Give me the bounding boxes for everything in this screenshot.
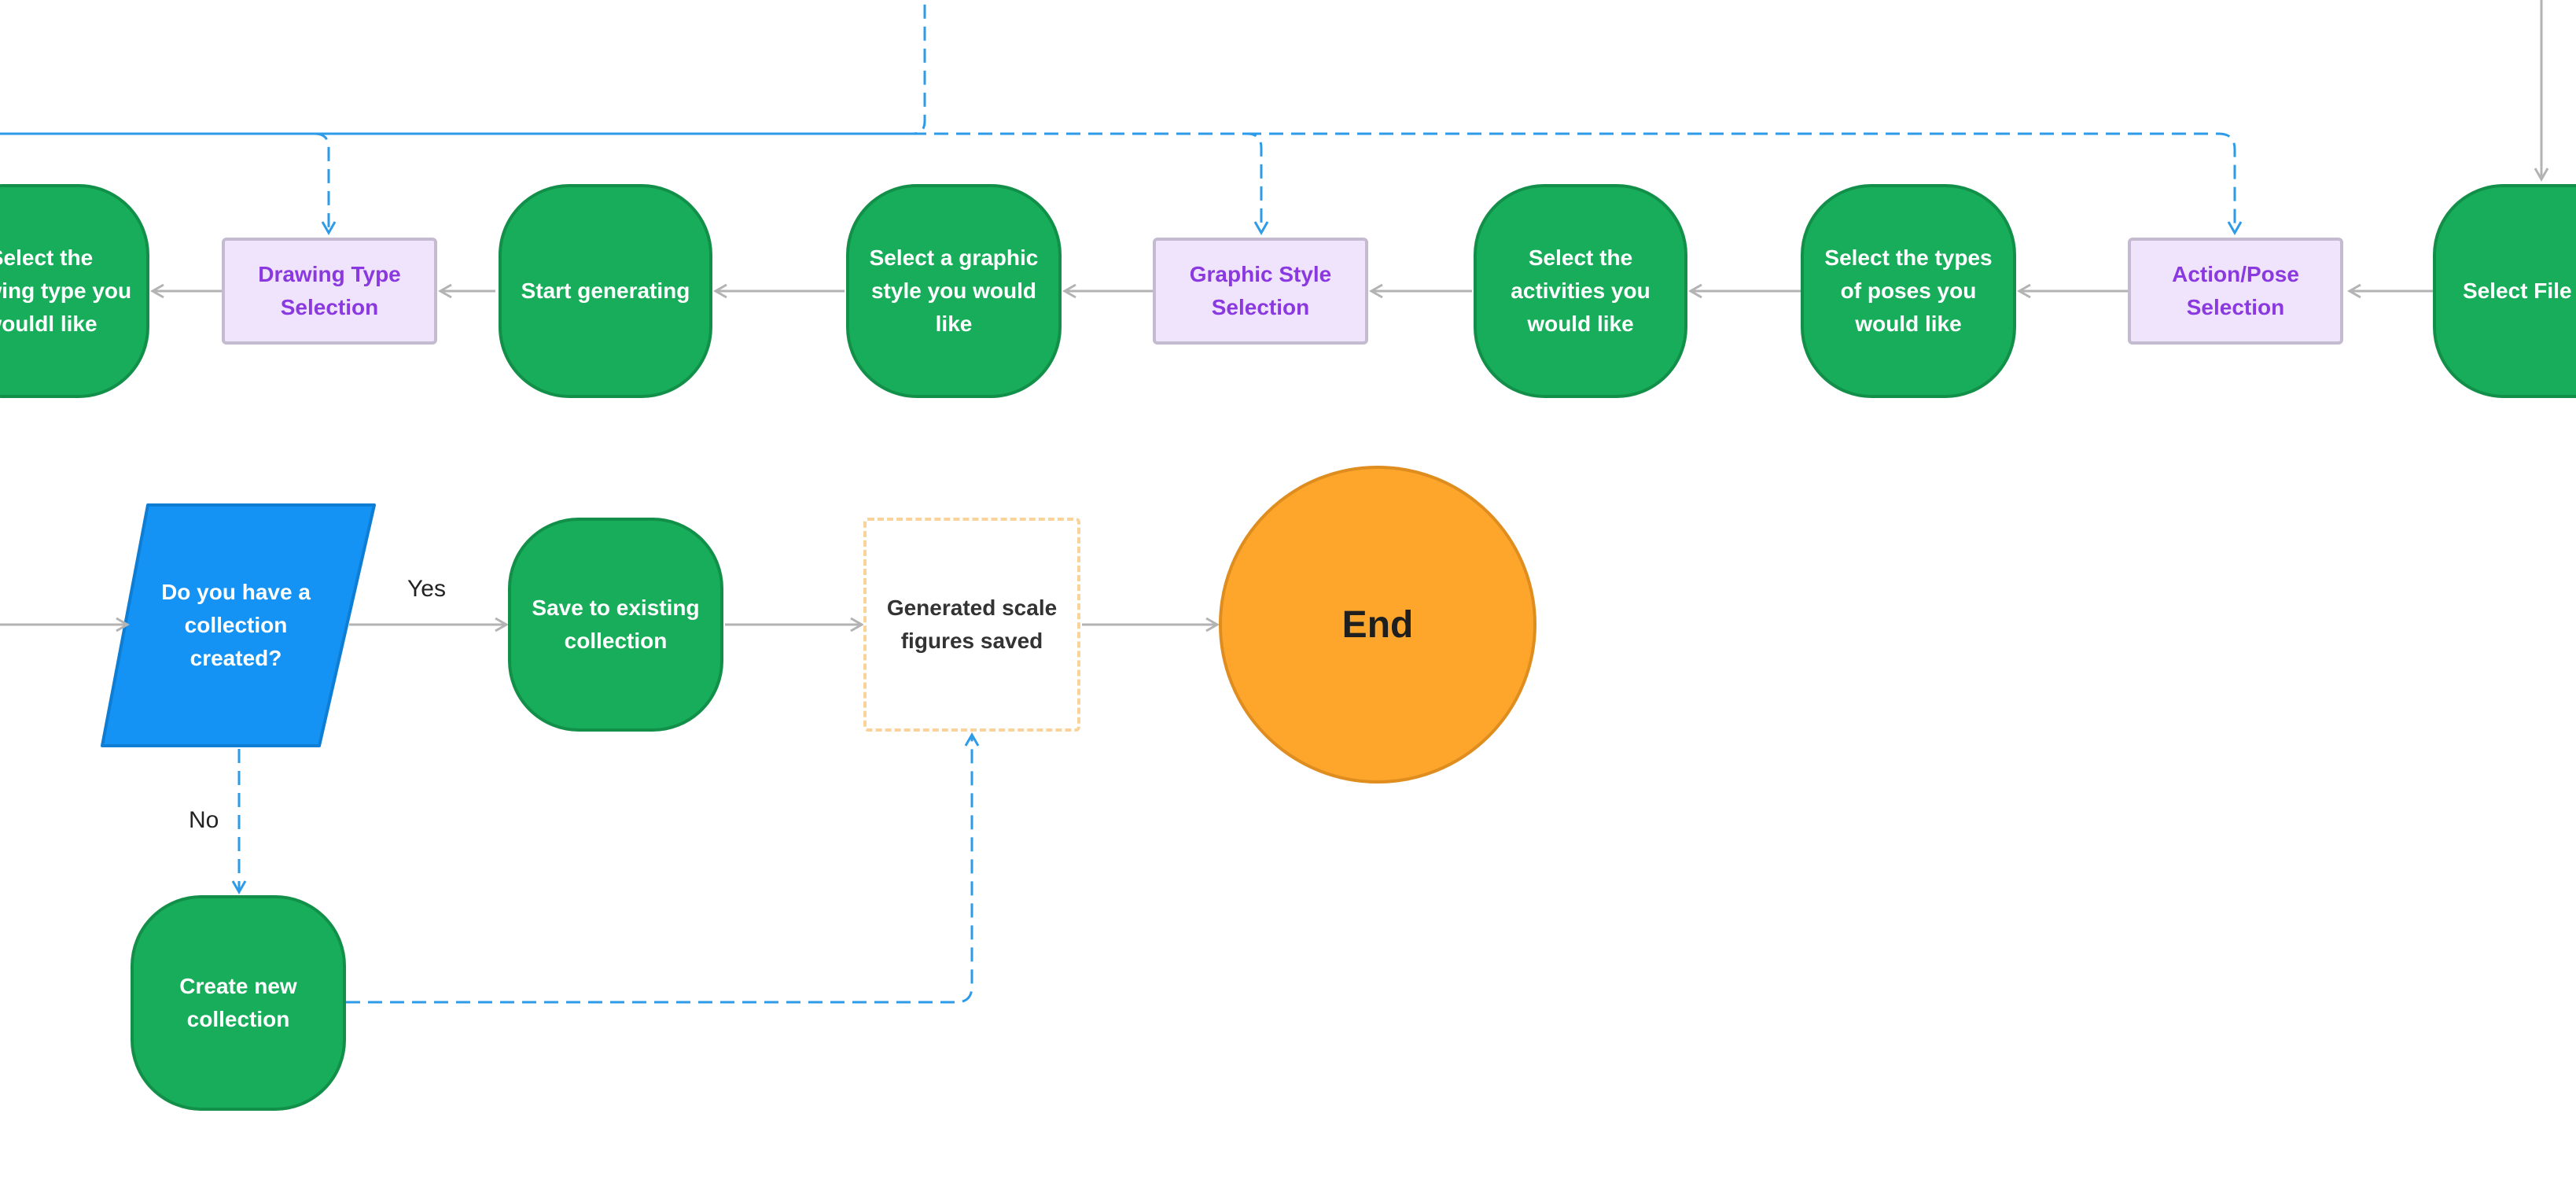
select-file-type-node[interactable]: Select File Type — [2433, 184, 2576, 398]
end-text: End — [1341, 603, 1414, 646]
start-generating-node[interactable]: Start generating — [499, 184, 712, 398]
no-label: No — [189, 807, 219, 833]
branch-to-drawing-type — [314, 132, 337, 236]
save-existing-collection-node[interactable]: Save to existing collection — [508, 518, 723, 732]
select-graphic-style-node[interactable]: Select a graphic style you would like — [846, 184, 1062, 398]
end-node[interactable]: End — [1219, 466, 1536, 784]
save-existing-collection-text: Save to existing collection — [532, 595, 700, 653]
collection-question-text: Do you have a collection created? — [161, 580, 311, 670]
start-generating-text: Start generating — [521, 278, 690, 303]
create-new-collection-node[interactable]: Create new collection — [131, 895, 346, 1111]
action-pose-selection-text: Action/Pose Selection — [2172, 262, 2299, 319]
drawing-type-selection-text: Drawing Type Selection — [258, 262, 401, 319]
decision-shape — [101, 503, 376, 747]
select-activities-text: Select the activities you would like — [1511, 245, 1650, 336]
select-file-type-text: Select File Type — [2463, 278, 2576, 303]
graphic-style-selection-node[interactable]: Graphic Style Selection — [1153, 238, 1368, 345]
drawing-type-selection-node[interactable]: Drawing Type Selection — [222, 238, 437, 345]
select-poses-node[interactable]: Select the types of poses you would like — [1801, 184, 2016, 398]
select-activities-node[interactable]: Select the activities you would like — [1474, 184, 1687, 398]
create-to-saved-connector — [346, 732, 980, 1004]
create-new-collection-text: Create new collection — [179, 974, 297, 1031]
yes-label: Yes — [407, 576, 446, 602]
select-graphic-style-text: Select a graphic style you would like — [869, 245, 1039, 336]
action-pose-selection-node[interactable]: Action/Pose Selection — [2128, 238, 2343, 345]
graphic-style-selection-text: Graphic Style Selection — [1189, 262, 1332, 319]
select-poses-text: Select the types of poses you would like — [1824, 245, 1993, 336]
figures-saved-text: Generated scale figures saved — [886, 595, 1058, 653]
collection-question-node[interactable]: Do you have a collection created? — [134, 535, 338, 716]
top-bus-connector — [0, 0, 926, 135]
branch-to-action-pose — [1247, 132, 2243, 236]
figures-saved-node[interactable]: Generated scale figures saved — [863, 518, 1080, 732]
